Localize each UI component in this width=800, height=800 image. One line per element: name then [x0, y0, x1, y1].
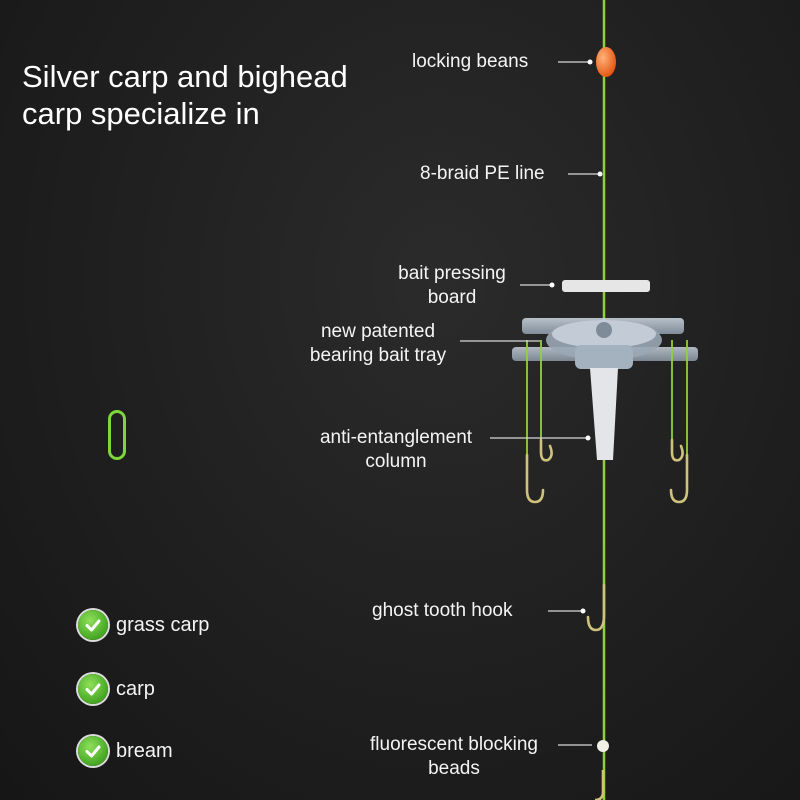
tray-hooks [526, 340, 688, 455]
fish-label: bream [116, 739, 173, 762]
locking-bead [596, 47, 616, 77]
ring-connector [108, 410, 126, 460]
anti-entanglement-column [590, 368, 618, 460]
headline: Silver carp and bighead carp specialize … [22, 59, 348, 131]
callout-anti-entanglement-line2: column [365, 451, 427, 472]
bait-tray [512, 318, 698, 369]
ghost-tooth-hook [586, 583, 606, 632]
callout-braid-line: 8-braid PE line [420, 163, 545, 184]
fish-label: carp [116, 677, 155, 700]
callout-locking-beans: locking beans [412, 51, 529, 72]
callout-leaders [460, 61, 598, 746]
bottom-hook [594, 770, 605, 800]
check-icon [78, 674, 108, 704]
callout-dots [549, 59, 603, 614]
callout-anti-entanglement: anti-entanglement column [304, 426, 488, 474]
callout-bait-tray-line2: bearing bait tray [309, 345, 447, 366]
callout-bait-tray: new patented bearing bait tray [292, 320, 464, 368]
callout-fluorescent-beads-line2: beads [428, 758, 480, 779]
callout-fluorescent-beads-line1: fluorescent blocking [370, 734, 538, 755]
check-icon [78, 610, 108, 640]
hook-shapes [525, 438, 689, 504]
bait-pressing-board [562, 280, 650, 292]
check-icon [78, 736, 108, 766]
callout-bait-pressing-board-line2: board [427, 287, 477, 308]
callout-anti-entanglement-line1: anti-entanglement [319, 427, 473, 448]
fish-item-grass-carp: grass carp [78, 609, 209, 641]
callout-ghost-tooth-hook: ghost tooth hook [372, 600, 513, 621]
fish-label: grass carp [116, 613, 210, 636]
fish-item-bream: bream [78, 735, 173, 767]
callout-bait-pressing-board: bait pressing board [386, 262, 518, 310]
callout-fluorescent-beads: fluorescent blocking beads [350, 733, 558, 781]
fluorescent-bead [597, 740, 609, 752]
callout-bait-tray-line1: new patented [320, 321, 436, 342]
fish-item-carp: carp [78, 673, 155, 705]
callout-bait-pressing-board-line1: bait pressing [398, 263, 506, 284]
